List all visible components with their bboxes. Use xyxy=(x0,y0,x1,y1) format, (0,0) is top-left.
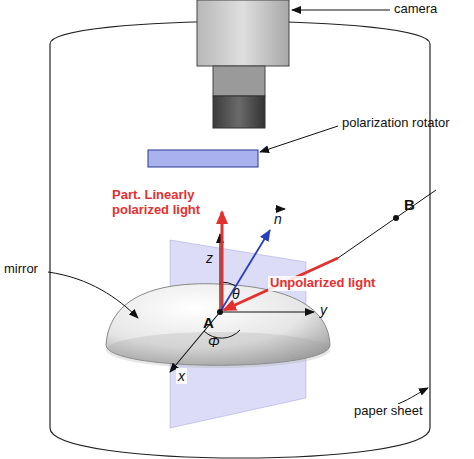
light-label: Part. Linearly polarized light xyxy=(112,188,220,218)
leader-line xyxy=(398,388,428,404)
point-label: A xyxy=(203,314,214,331)
camera-symbol xyxy=(197,0,289,128)
reflected-ray xyxy=(221,212,224,310)
paper-cylinder xyxy=(50,22,430,459)
angle-label: Φ xyxy=(208,334,220,350)
point-label: B xyxy=(404,196,415,213)
leader-line xyxy=(48,272,138,318)
vector-label: n xyxy=(274,211,282,227)
axis-label: x xyxy=(176,368,187,384)
part-label: polarization rotator xyxy=(342,116,450,131)
part-label: paper sheet xyxy=(352,404,425,419)
axis-label: y xyxy=(320,302,327,318)
vector-accent xyxy=(275,209,285,210)
point-b xyxy=(393,215,399,221)
axis-label: z xyxy=(206,250,213,266)
normal-vector xyxy=(220,230,270,312)
angle-label: θ xyxy=(232,286,240,302)
polarization-rotator-symbol xyxy=(148,150,258,167)
light-label: Unpolarized light xyxy=(268,276,377,291)
ray-line xyxy=(338,190,436,258)
leader-line xyxy=(260,126,338,152)
point-a xyxy=(217,309,223,315)
mirror-dome xyxy=(106,284,330,368)
part-label: camera xyxy=(394,2,437,17)
leader-line xyxy=(292,10,390,11)
part-label: mirror xyxy=(4,262,38,277)
